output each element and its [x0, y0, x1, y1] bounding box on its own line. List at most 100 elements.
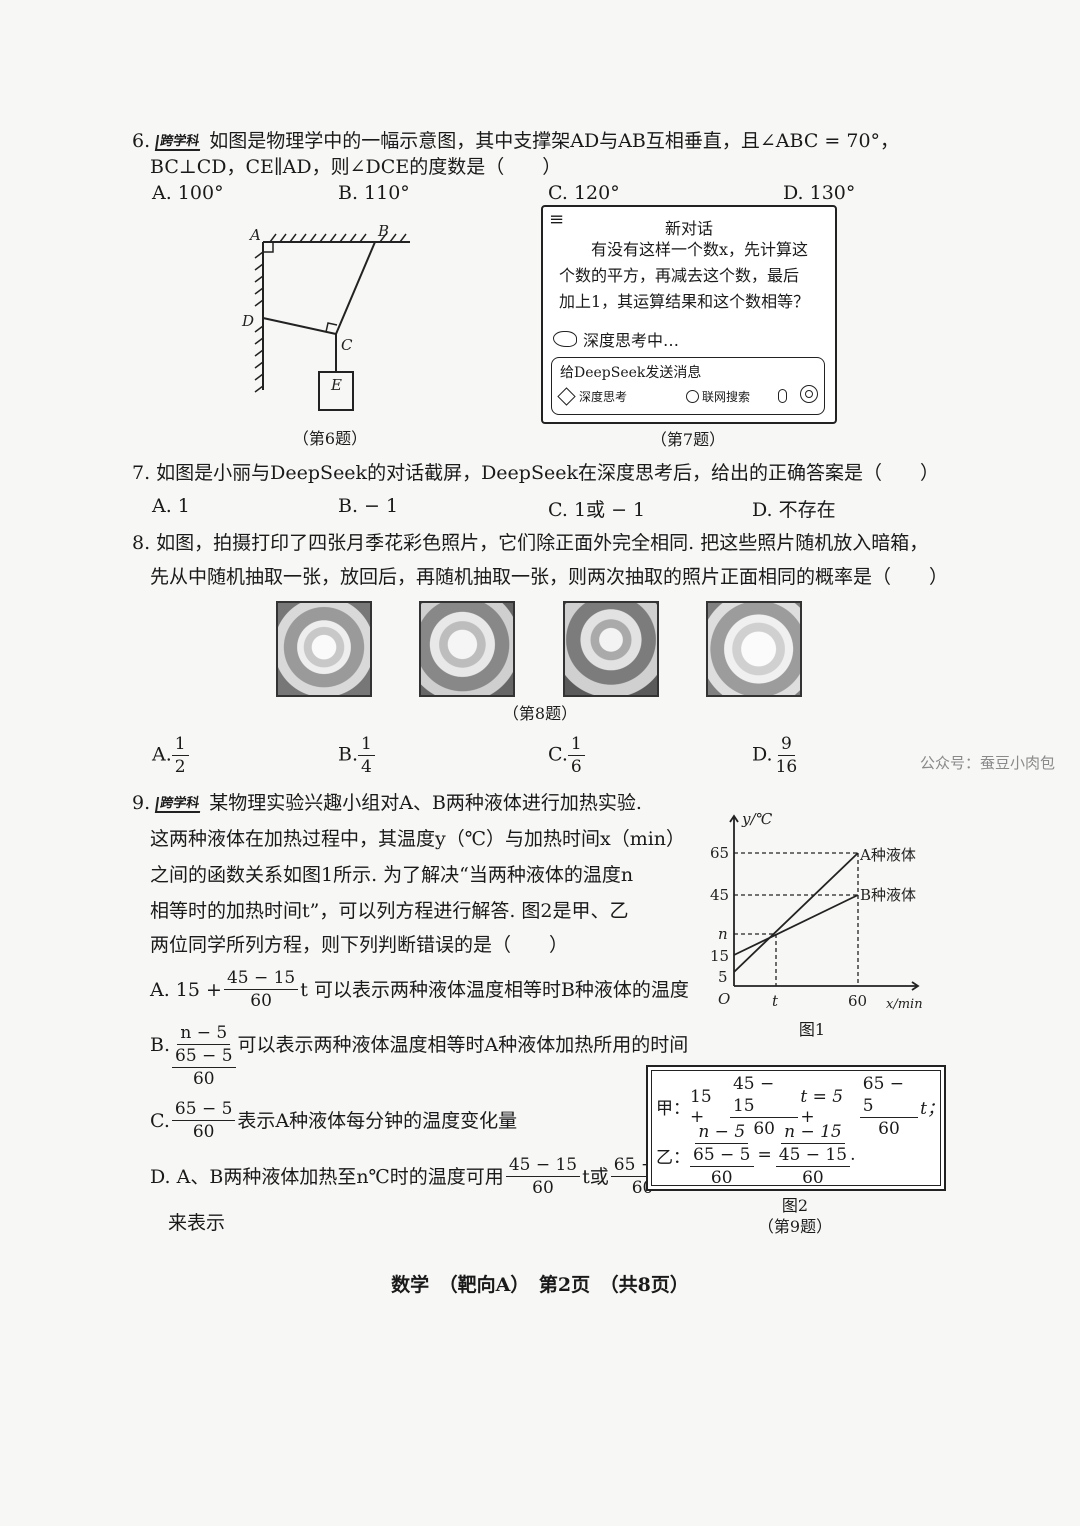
q8-option-d-label: D. — [752, 743, 773, 766]
whale-icon — [553, 331, 577, 347]
q6-label-c: C — [341, 336, 353, 354]
q9-tag: 跨学科 — [155, 796, 203, 813]
q9-option-d-pre: D. A、B两种液体加热至n℃时的温度可用 — [150, 1165, 504, 1188]
q6-line1: 6. 跨学科 如图是物理学中的一幅示意图，其中支撑架AD与AB互相垂直，且∠AB… — [132, 128, 899, 154]
fig2-jia-a: 15 + — [690, 1086, 712, 1127]
q6-label-d: D — [241, 312, 254, 330]
fraction-numerator: 1 — [171, 733, 189, 756]
fig1-xlabel: x/min — [886, 997, 923, 1012]
q9-text-5: 两位同学所列方程，则下列判断错误的是（ ） — [150, 934, 569, 956]
q6-option-a: A. 100° — [152, 182, 224, 204]
fig2-yi-end: . — [850, 1145, 856, 1165]
web-search-label: 联网搜索 — [702, 390, 751, 404]
atom-icon — [557, 387, 576, 406]
fraction-numerator: 1 — [567, 733, 585, 756]
fraction-numerator: n − 5 — [695, 1121, 749, 1144]
q9-text-2: 这两种液体在加热过程中，其温度y（℃）与加热时间x（min） — [150, 828, 686, 850]
thinking-label: 深度思考中… — [583, 331, 680, 350]
q9-option-c-pre: C. — [150, 1109, 170, 1132]
q9-text-4: 相等时的加热时间t”，可以列方程进行解答. 图2是甲、乙 — [150, 900, 629, 922]
q9-option-a-pre: A. 15 + — [150, 978, 222, 1001]
attach-icon[interactable] — [778, 389, 787, 403]
fraction-denominator: 2 — [174, 757, 186, 777]
fraction-denominator: 6 — [570, 757, 582, 777]
q7-text: 7. 如图是小丽与DeepSeek的对话截屏，DeepSeek在深度思考后，给出… — [132, 462, 939, 484]
fraction-numerator: 65 − 5 — [172, 1045, 236, 1068]
q9-line1: 9. 跨学科 某物理实验兴趣小组对A、B两种液体进行加热实验. — [132, 790, 642, 816]
rose-photo-1 — [276, 601, 372, 697]
deep-think-button[interactable]: 深度思考 — [557, 387, 627, 406]
message-placeholder: 给DeepSeek发送消息 — [560, 365, 702, 381]
chat-title: 新对话 — [664, 219, 713, 238]
chat-message-3: 加上1，其运算结果和这个数相等？ — [559, 292, 810, 311]
fig1-xtick-60: 60 — [848, 992, 867, 1010]
q8-option-a-label: A. — [152, 743, 172, 766]
q7-option-a: A. 1 — [152, 495, 190, 517]
q6-label-b: B — [377, 222, 389, 240]
fraction-denominator: 60 — [753, 1119, 775, 1139]
q6-option-c: C. 120° — [548, 182, 620, 204]
q6-tag: 跨学科 — [155, 134, 203, 151]
fig2-jia-b: t = 5 + — [800, 1086, 844, 1127]
q9-option-b-pre: B. — [150, 1034, 171, 1056]
fraction-denominator: 60 — [710, 1168, 733, 1188]
fig2-inner-border — [651, 1070, 941, 1186]
fraction-numerator: 65 − 5 — [690, 1144, 754, 1167]
fig1-line-b-label: B种液体 — [860, 886, 916, 904]
fraction-denominator: 60 — [532, 1178, 554, 1198]
globe-icon — [686, 390, 699, 403]
web-search-button[interactable]: 联网搜索 — [686, 388, 750, 405]
thinking-status: 深度思考中… — [553, 327, 679, 351]
q6-option-d: D. 130° — [783, 182, 856, 204]
fraction-denominator: 60 — [192, 1122, 215, 1142]
q6-label-e: E — [330, 376, 342, 394]
q6-number: 6. — [132, 130, 151, 152]
q6-label-a: A — [248, 226, 261, 244]
fig1-origin: O — [718, 990, 730, 1008]
fig2-jia-label: 甲： — [656, 1099, 690, 1119]
q8-option-b-label: B. — [338, 743, 359, 766]
chat-message-1: 有没有这样一个数x，先计算这 — [591, 240, 809, 259]
q6-caption: （第6题） — [292, 429, 368, 448]
send-button[interactable] — [800, 385, 818, 403]
q9-option-a-post: t 可以表示两种液体温度相等时B种液体的温度 — [300, 978, 689, 1001]
q7-option-c: C. 1或 − 1 — [548, 499, 646, 521]
q8-text-2: 先从中随机抽取一张，放回后，再随机抽取一张，则两次抽取的照片正面相同的概率是（ … — [150, 566, 949, 588]
fraction-numerator: 45 − 15 — [775, 1144, 851, 1167]
watermark: 公众号：蚕豆小肉包 — [920, 754, 1056, 772]
fraction-numerator: 45 − 15 — [729, 1073, 799, 1118]
message-input[interactable]: 给DeepSeek发送消息 深度思考 联网搜索 — [551, 357, 825, 415]
fraction-denominator: 60 — [878, 1119, 900, 1139]
chat-message-2: 个数的平方，再减去这个数，最后 — [559, 266, 800, 285]
q9-text-1: 某物理实验兴趣小组对A、B两种液体进行加热实验. — [209, 792, 642, 814]
fraction-numerator: 65 − 5 — [171, 1098, 236, 1121]
fraction-numerator: 65 − 5 — [859, 1073, 919, 1118]
q9-figure1: y/℃ x/min O 65 45 n 15 5 t 60 A种液体 B种液体 — [710, 810, 923, 1012]
q9-number: 9. — [132, 792, 151, 814]
q9-caption: （第9题） — [757, 1217, 833, 1236]
fraction-denominator: 4 — [361, 757, 372, 777]
fraction-numerator: 1 — [358, 733, 375, 756]
q9-option-c-post: 表示A种液体每分钟的温度变化量 — [237, 1109, 518, 1132]
q8-caption: （第8题） — [502, 704, 578, 723]
q9-option-b-post: 可以表示两种液体温度相等时A种液体加热所用的时间 — [237, 1034, 689, 1056]
